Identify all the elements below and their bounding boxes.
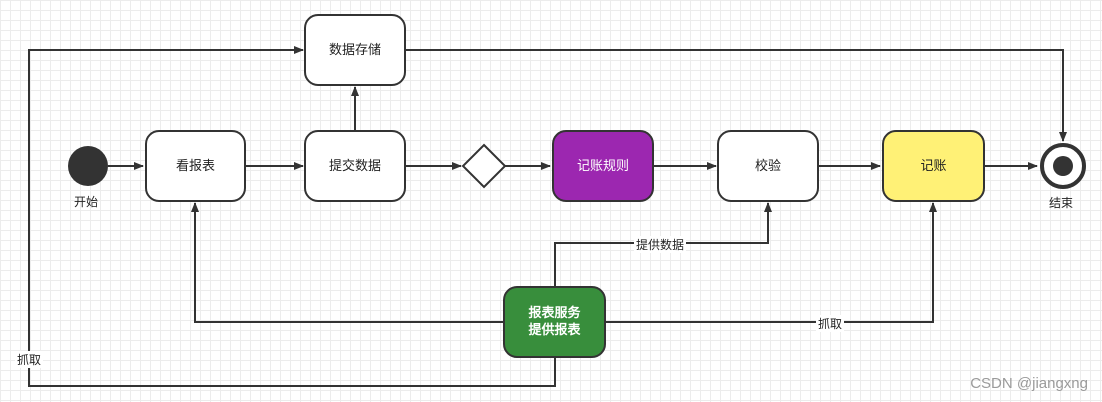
view-report-node[interactable]: 看报表 bbox=[145, 130, 246, 202]
watermark: CSDN @jiangxng bbox=[970, 375, 1088, 392]
decision-diamond bbox=[461, 143, 507, 189]
edge-label-fetch-left: 抓取 bbox=[15, 351, 44, 368]
report-service-node[interactable]: 报表服务 提供报表 bbox=[503, 286, 606, 358]
end-label: 结束 bbox=[1049, 196, 1074, 210]
start-node bbox=[68, 146, 108, 186]
end-node-inner bbox=[1053, 156, 1073, 176]
accounting-rules-node[interactable]: 记账规则 bbox=[552, 130, 654, 202]
edge-service-to-view-report bbox=[191, 202, 503, 323]
submit-data-label: 提交数据 bbox=[328, 158, 381, 174]
start-label: 开始 bbox=[74, 195, 99, 209]
edge-label-fetch-right: 抓取 bbox=[816, 315, 845, 332]
view-report-label: 看报表 bbox=[175, 158, 215, 174]
edge-label-provide-data: 提供数据 bbox=[634, 236, 687, 253]
report-service-line1: 报表服务 bbox=[528, 306, 581, 321]
edge-storage-to-end bbox=[406, 49, 1067, 142]
data-storage-label: 数据存储 bbox=[328, 42, 381, 58]
edge-service-to-storage bbox=[28, 46, 556, 387]
submit-data-node[interactable]: 提交数据 bbox=[304, 130, 406, 202]
report-service-line2: 提供报表 bbox=[528, 323, 581, 338]
accounting-rules-label: 记账规则 bbox=[576, 158, 629, 174]
edge-service-to-bookkeeping bbox=[606, 202, 937, 323]
bookkeeping-label: 记账 bbox=[920, 158, 947, 174]
bookkeeping-node[interactable]: 记账 bbox=[882, 130, 985, 202]
verify-node[interactable]: 校验 bbox=[717, 130, 819, 202]
data-storage-node[interactable]: 数据存储 bbox=[304, 14, 406, 86]
verify-label: 校验 bbox=[754, 158, 781, 174]
